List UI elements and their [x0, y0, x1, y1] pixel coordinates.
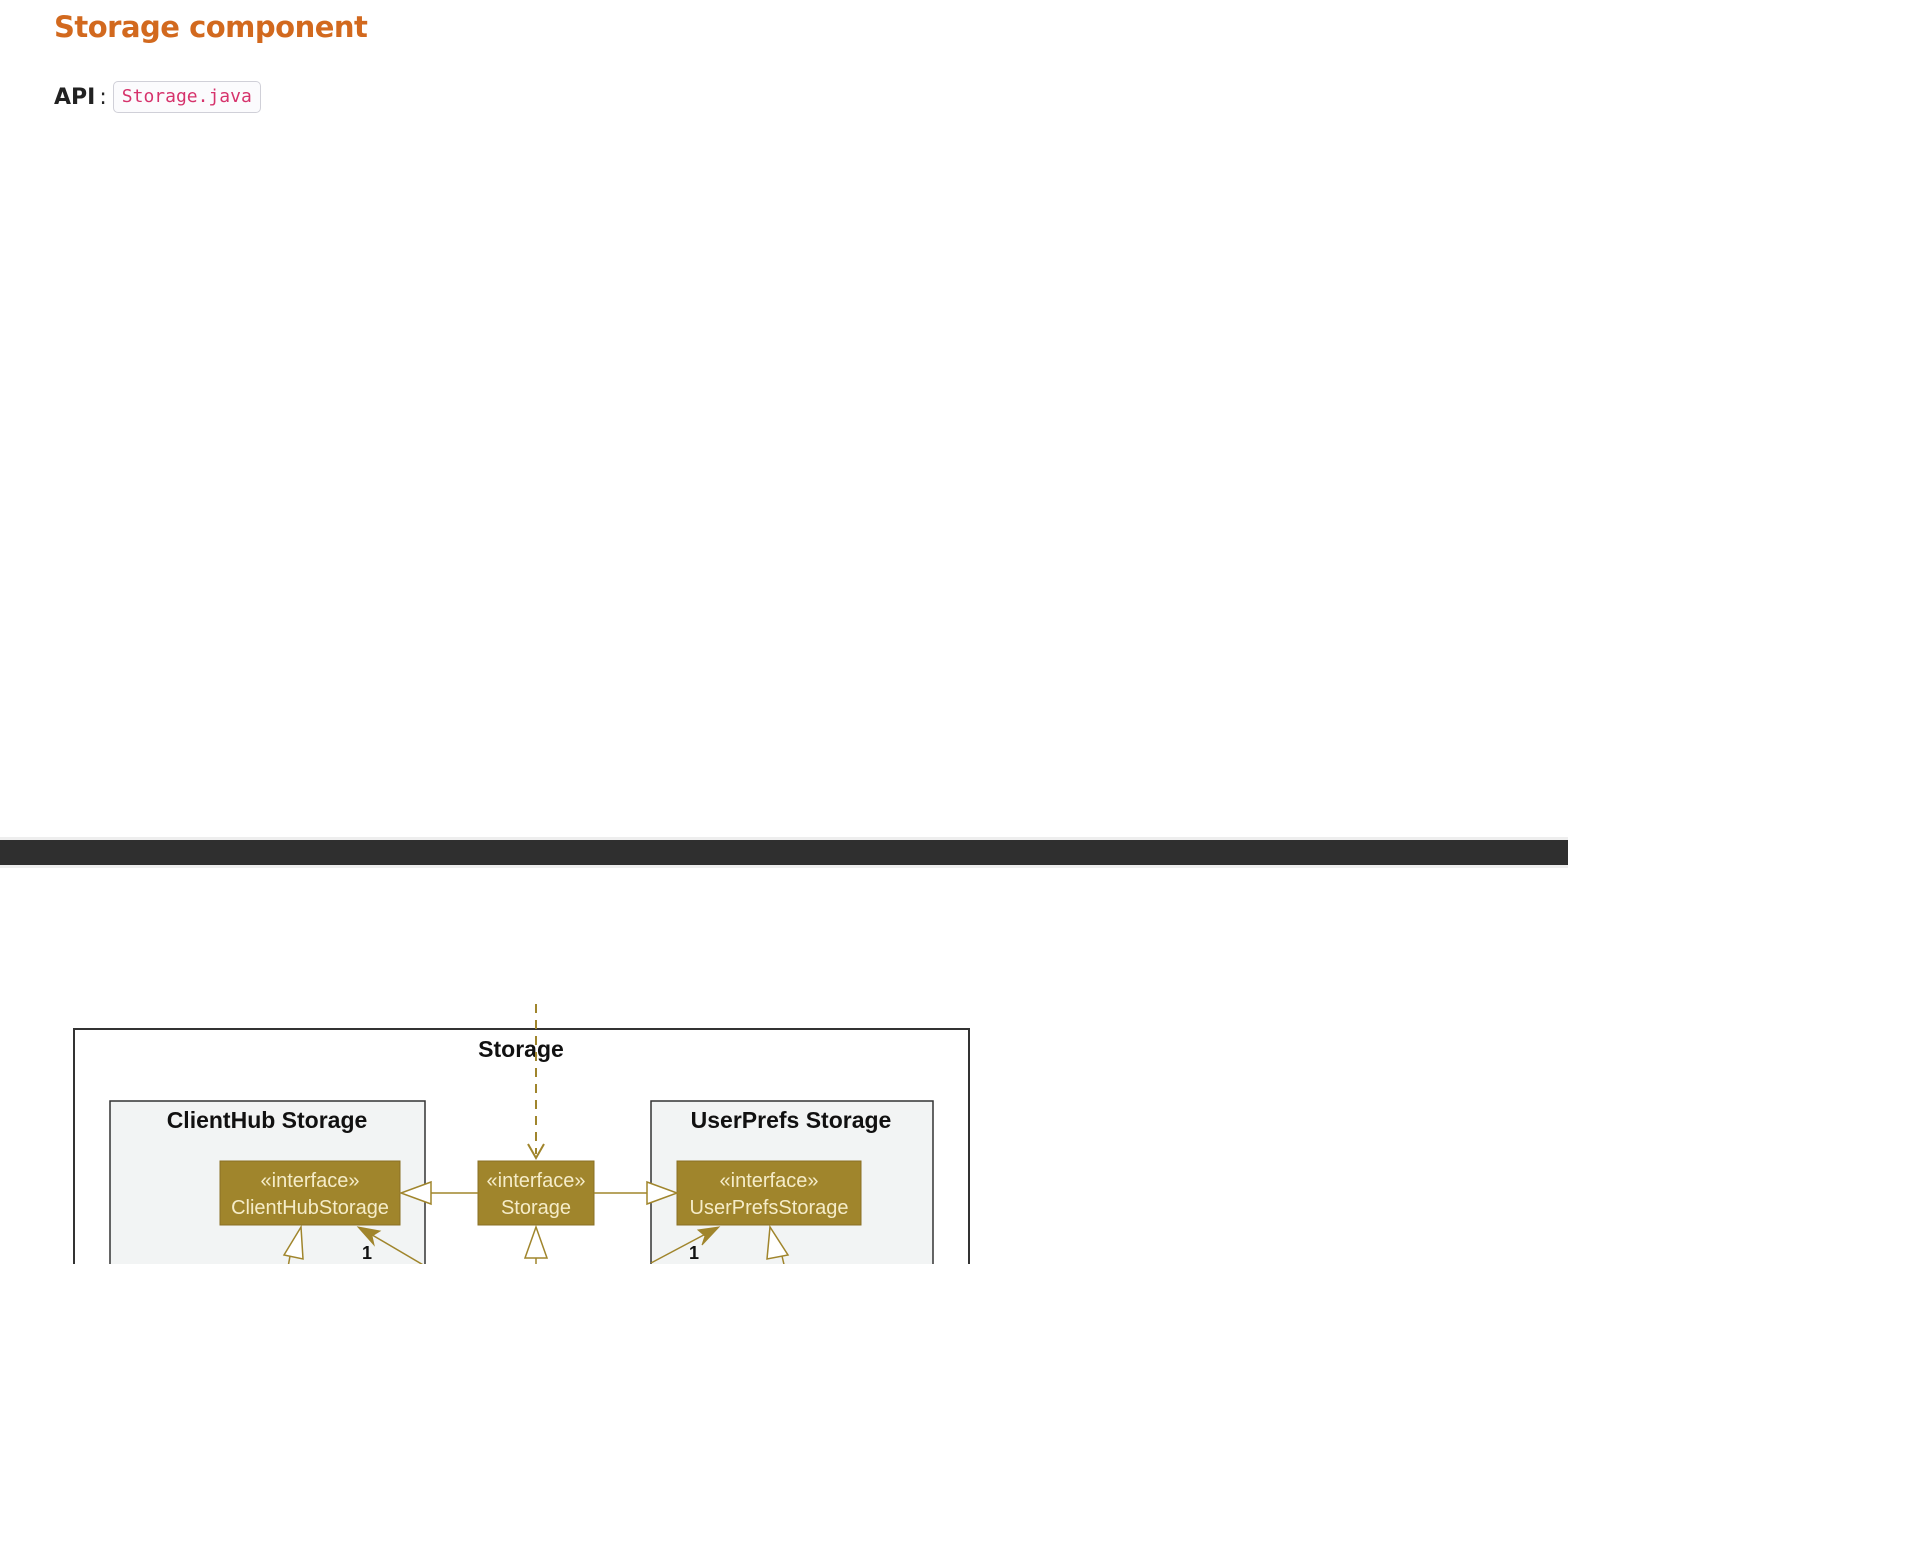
- clienthub-storage-interface-box[interactable]: [219, 1160, 401, 1226]
- api-label: API: [54, 84, 96, 110]
- dependency-arrow-head: [527, 1143, 545, 1161]
- storage-interface-name: Storage: [501, 1197, 571, 1219]
- storage-class-diagram: Storage ClientHub Storage UserPrefs Stor…: [73, 1004, 970, 1264]
- api-line: API : Storage.java: [54, 80, 261, 114]
- userprefs-storage-interface-name: UserPrefsStorage: [690, 1197, 849, 1219]
- inheritance-right-head: [646, 1180, 680, 1206]
- divider-bottom-edge: [0, 865, 1568, 868]
- association-clienthub-head: [356, 1226, 382, 1247]
- page-title: Storage component: [54, 10, 368, 44]
- userprefs-storage-package-title: UserPrefs Storage: [691, 1107, 892, 1133]
- clienthub-storage-interface-name: ClientHubStorage: [231, 1197, 389, 1219]
- storage-interface-stereotype: «interface»: [487, 1170, 586, 1192]
- inheritance-up-clienthub-line: [287, 1255, 291, 1264]
- divider-top-edge: [0, 837, 1568, 840]
- userprefs-storage-interface-box[interactable]: [676, 1160, 862, 1226]
- inheritance-up-userprefs-line: [781, 1255, 785, 1264]
- storage-java-link[interactable]: Storage.java: [112, 81, 261, 113]
- multiplicity-userprefs: 1: [689, 1243, 699, 1263]
- association-userprefs-head: [696, 1226, 721, 1246]
- inheritance-up-storage-head: [523, 1224, 549, 1259]
- inheritance-up-clienthub-head: [282, 1224, 304, 1260]
- api-separator: :: [99, 84, 107, 110]
- userprefs-storage-stereotype: «interface»: [720, 1170, 819, 1192]
- page-divider: [0, 840, 1568, 865]
- multiplicity-clienthub: 1: [362, 1243, 372, 1263]
- clienthub-storage-package-title: ClientHub Storage: [167, 1107, 368, 1133]
- clienthub-storage-stereotype: «interface»: [261, 1170, 360, 1192]
- inheritance-left-head: [398, 1180, 432, 1206]
- storage-package-title: Storage: [478, 1036, 564, 1062]
- inheritance-up-userprefs-head: [766, 1224, 790, 1260]
